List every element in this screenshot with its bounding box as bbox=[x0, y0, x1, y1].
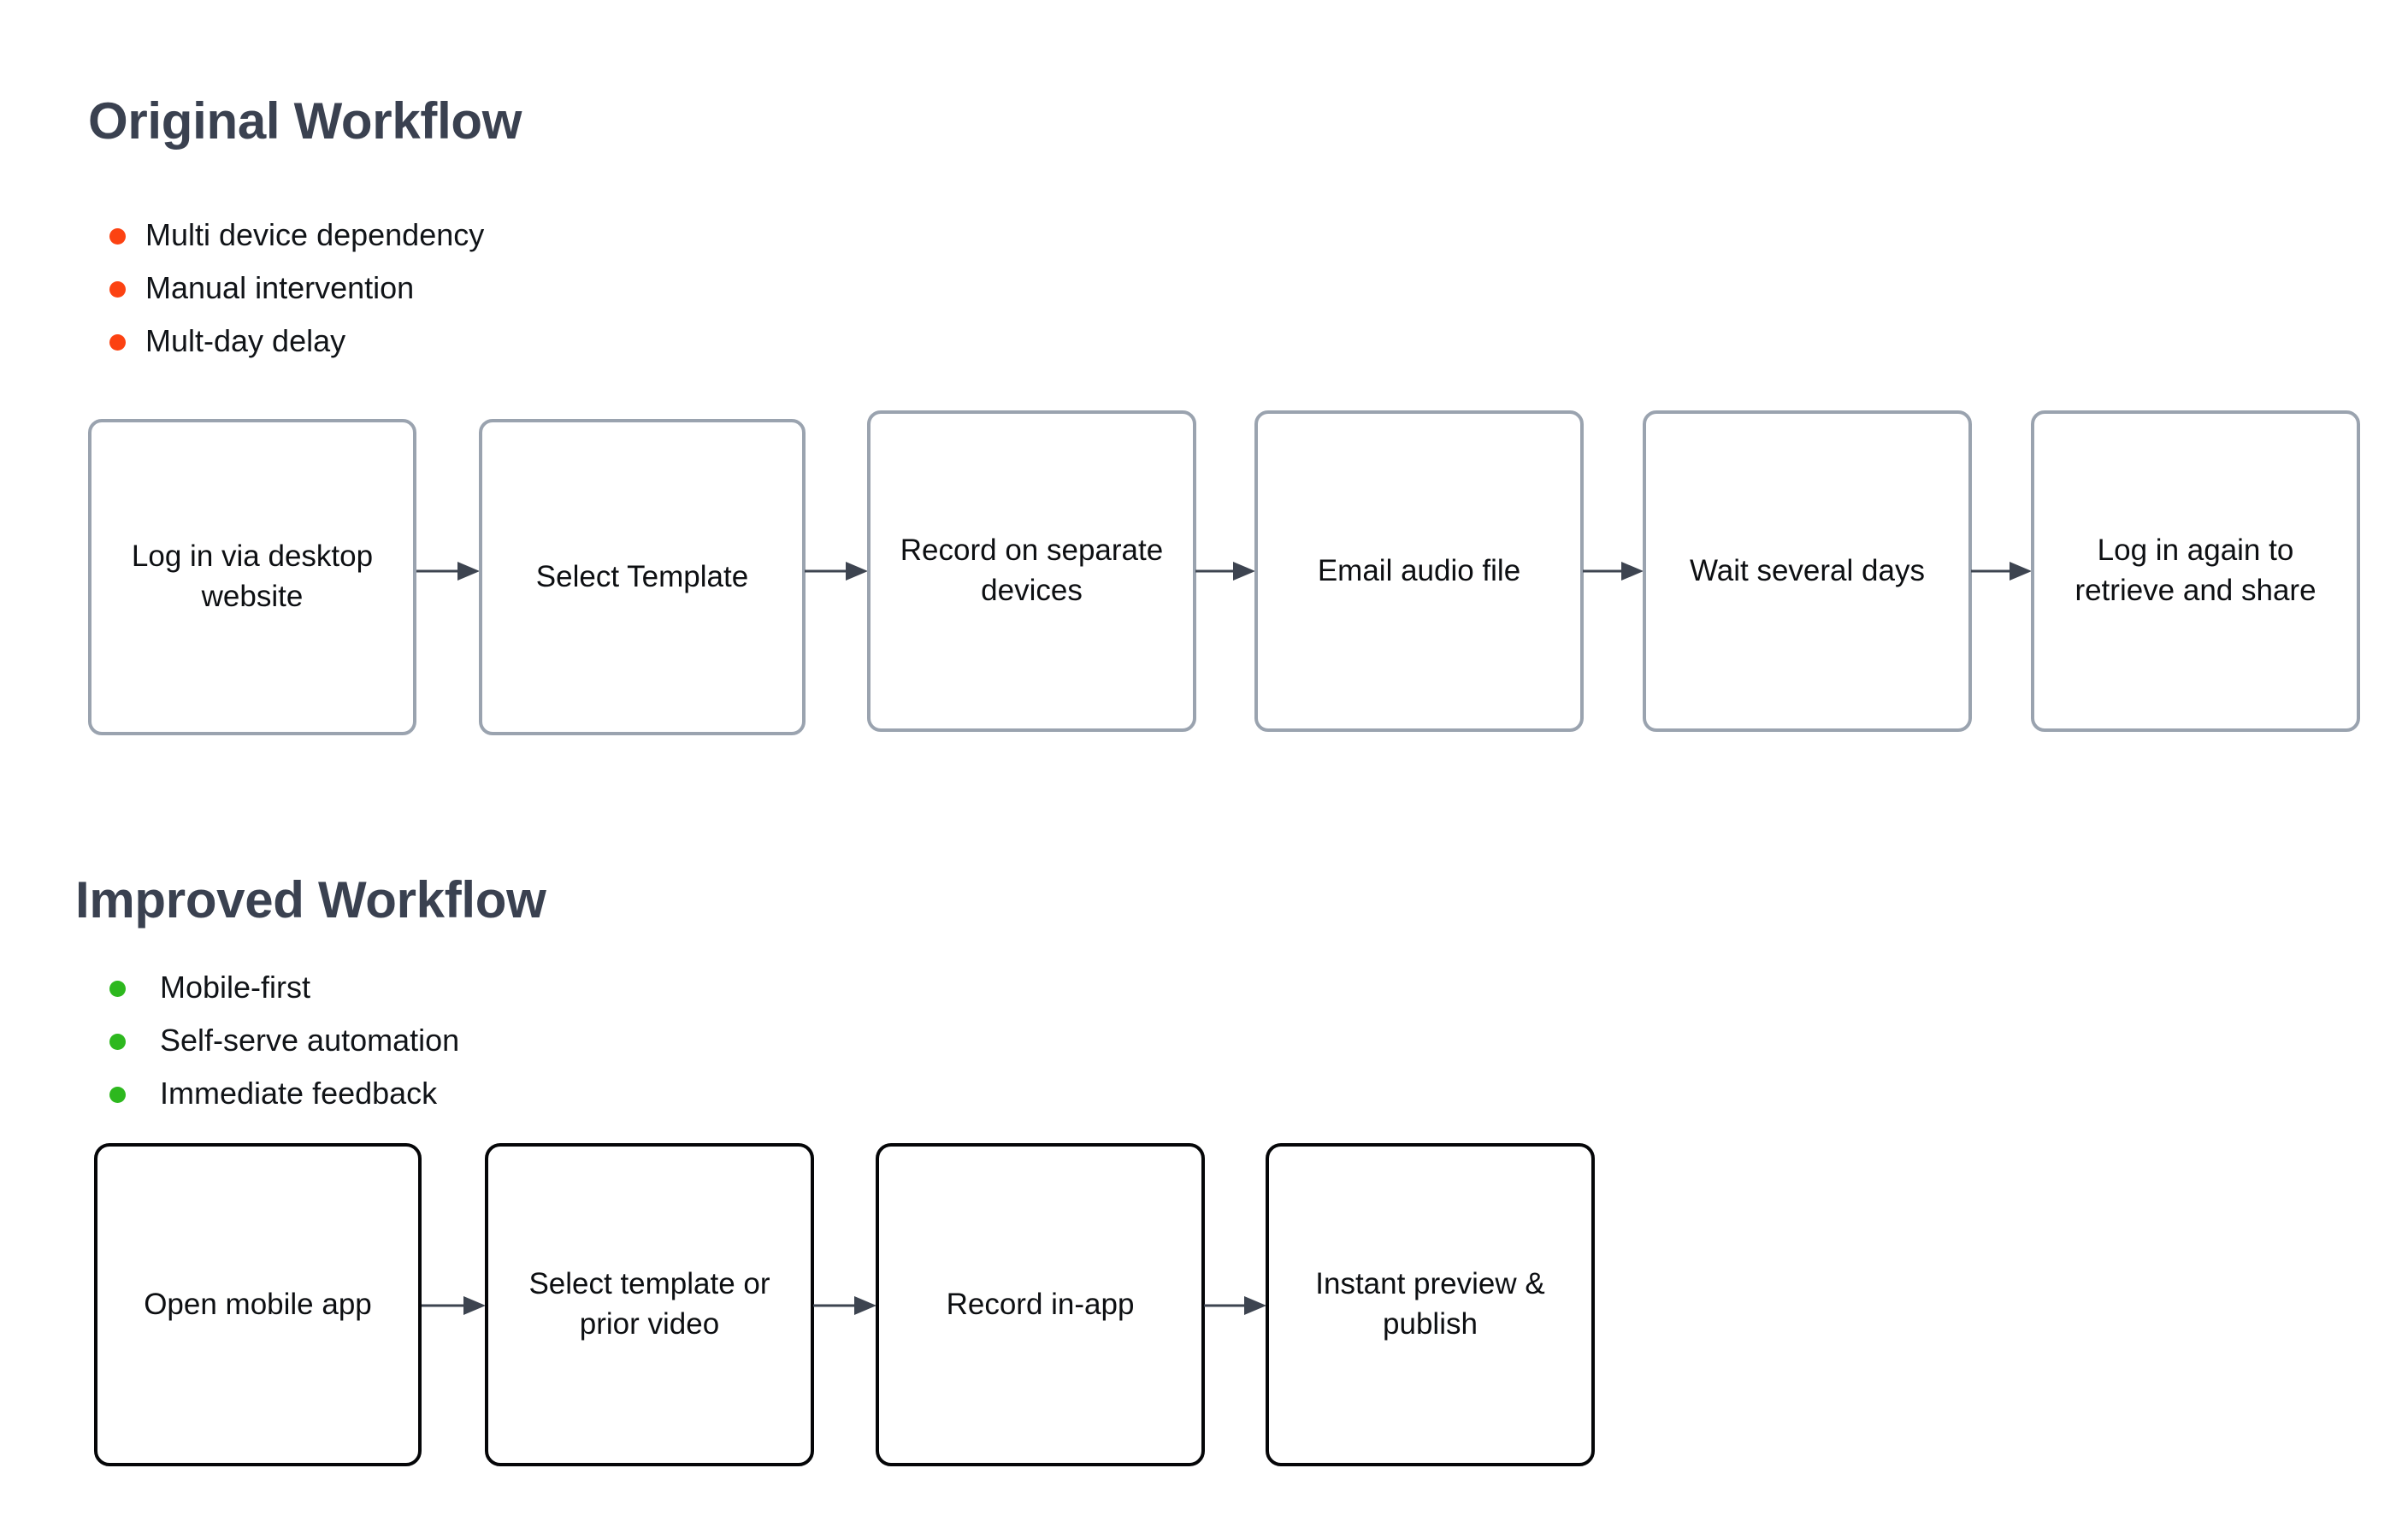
bullet-dot-icon bbox=[109, 1086, 126, 1103]
flow-arrow-icon bbox=[805, 562, 868, 581]
flow-arrow-icon bbox=[422, 1296, 486, 1315]
flow-node-record-in-app[interactable]: Record in-app bbox=[876, 1143, 1205, 1466]
bullet-dot-icon bbox=[109, 333, 126, 351]
original-workflow-flow: Log in via desktop website Select Templa… bbox=[0, 410, 2408, 740]
flow-arrow-icon bbox=[1971, 562, 2032, 581]
flow-arrow-icon bbox=[813, 1296, 876, 1315]
bullet-label: Mobile-first bbox=[160, 970, 311, 1005]
bullet-label: Manual intervention bbox=[145, 270, 415, 305]
improved-workflow-flow: Open mobile app Select template or prior… bbox=[0, 1143, 2408, 1472]
original-workflow-title: Original Workflow bbox=[88, 92, 522, 150]
flow-arrow-icon bbox=[1583, 562, 1644, 581]
flow-node-record-on-separate-devices[interactable]: Record on separate devices bbox=[867, 410, 1196, 732]
improved-workflow-bullet-list: Mobile-first Self-serve automation Immed… bbox=[109, 962, 459, 1121]
bullet-dot-icon bbox=[109, 227, 126, 245]
list-item: Mobile-first bbox=[109, 962, 459, 1015]
improved-workflow-title: Improved Workflow bbox=[75, 871, 546, 929]
flow-node-select-template-or-prior-video[interactable]: Select template or prior video bbox=[485, 1143, 814, 1466]
flow-node-log-in-again-to-retrieve-and-share[interactable]: Log in again to retrieve and share bbox=[2031, 410, 2360, 732]
flow-arrow-icon bbox=[1195, 562, 1255, 581]
flow-node-wait-several-days[interactable]: Wait several days bbox=[1643, 410, 1972, 732]
flow-arrow-icon bbox=[1204, 1296, 1266, 1315]
list-item: Immediate feedback bbox=[109, 1068, 459, 1121]
bullet-label: Self-serve automation bbox=[160, 1023, 460, 1058]
original-workflow-bullet-list: Multi device dependency Manual intervent… bbox=[109, 209, 484, 369]
list-item: Self-serve automation bbox=[109, 1015, 459, 1068]
flow-node-log-in-via-desktop-website[interactable]: Log in via desktop website bbox=[88, 419, 416, 735]
flow-node-select-template[interactable]: Select Template bbox=[479, 419, 806, 735]
flow-node-instant-preview-and-publish[interactable]: Instant preview & publish bbox=[1266, 1143, 1595, 1466]
flow-node-email-audio-file[interactable]: Email audio file bbox=[1254, 410, 1584, 732]
bullet-dot-icon bbox=[109, 1033, 126, 1050]
list-item: Multi device dependency bbox=[109, 209, 484, 262]
bullet-label: Immediate feedback bbox=[160, 1076, 438, 1111]
bullet-label: Mult-day delay bbox=[145, 323, 346, 358]
bullet-dot-icon bbox=[109, 280, 126, 298]
list-item: Manual intervention bbox=[109, 262, 484, 315]
flow-node-open-mobile-app[interactable]: Open mobile app bbox=[94, 1143, 422, 1466]
bullet-label: Multi device dependency bbox=[145, 217, 485, 252]
list-item: Mult-day delay bbox=[109, 315, 484, 369]
bullet-dot-icon bbox=[109, 980, 126, 997]
flow-arrow-icon bbox=[416, 562, 480, 581]
